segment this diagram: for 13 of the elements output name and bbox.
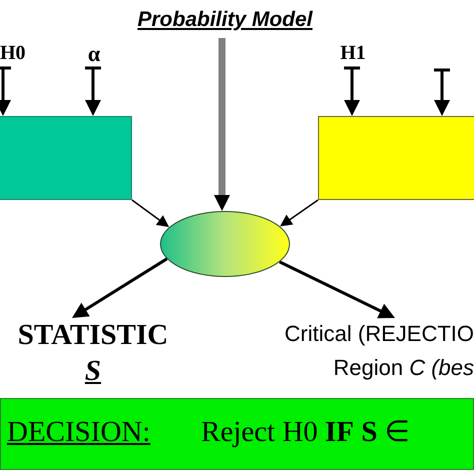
node-sublabel: S bbox=[84, 356, 102, 388]
node-label: α bbox=[86, 42, 102, 66]
node-label: STATISTIC bbox=[16, 320, 170, 352]
input-box bbox=[0, 116, 132, 200]
node-label: Probability Model bbox=[136, 8, 314, 32]
decision-rule: Reject H0 IF S ∈ bbox=[201, 417, 411, 449]
node-label: H1 bbox=[339, 42, 367, 64]
decision-heading: DECISION: bbox=[7, 417, 152, 449]
node-label: Critical (REJECTIO bbox=[284, 322, 474, 346]
decision-band bbox=[0, 398, 474, 470]
node-sublabel: Region C (bes bbox=[332, 356, 474, 380]
input-box bbox=[318, 116, 474, 200]
node-label: H0 bbox=[0, 42, 27, 64]
